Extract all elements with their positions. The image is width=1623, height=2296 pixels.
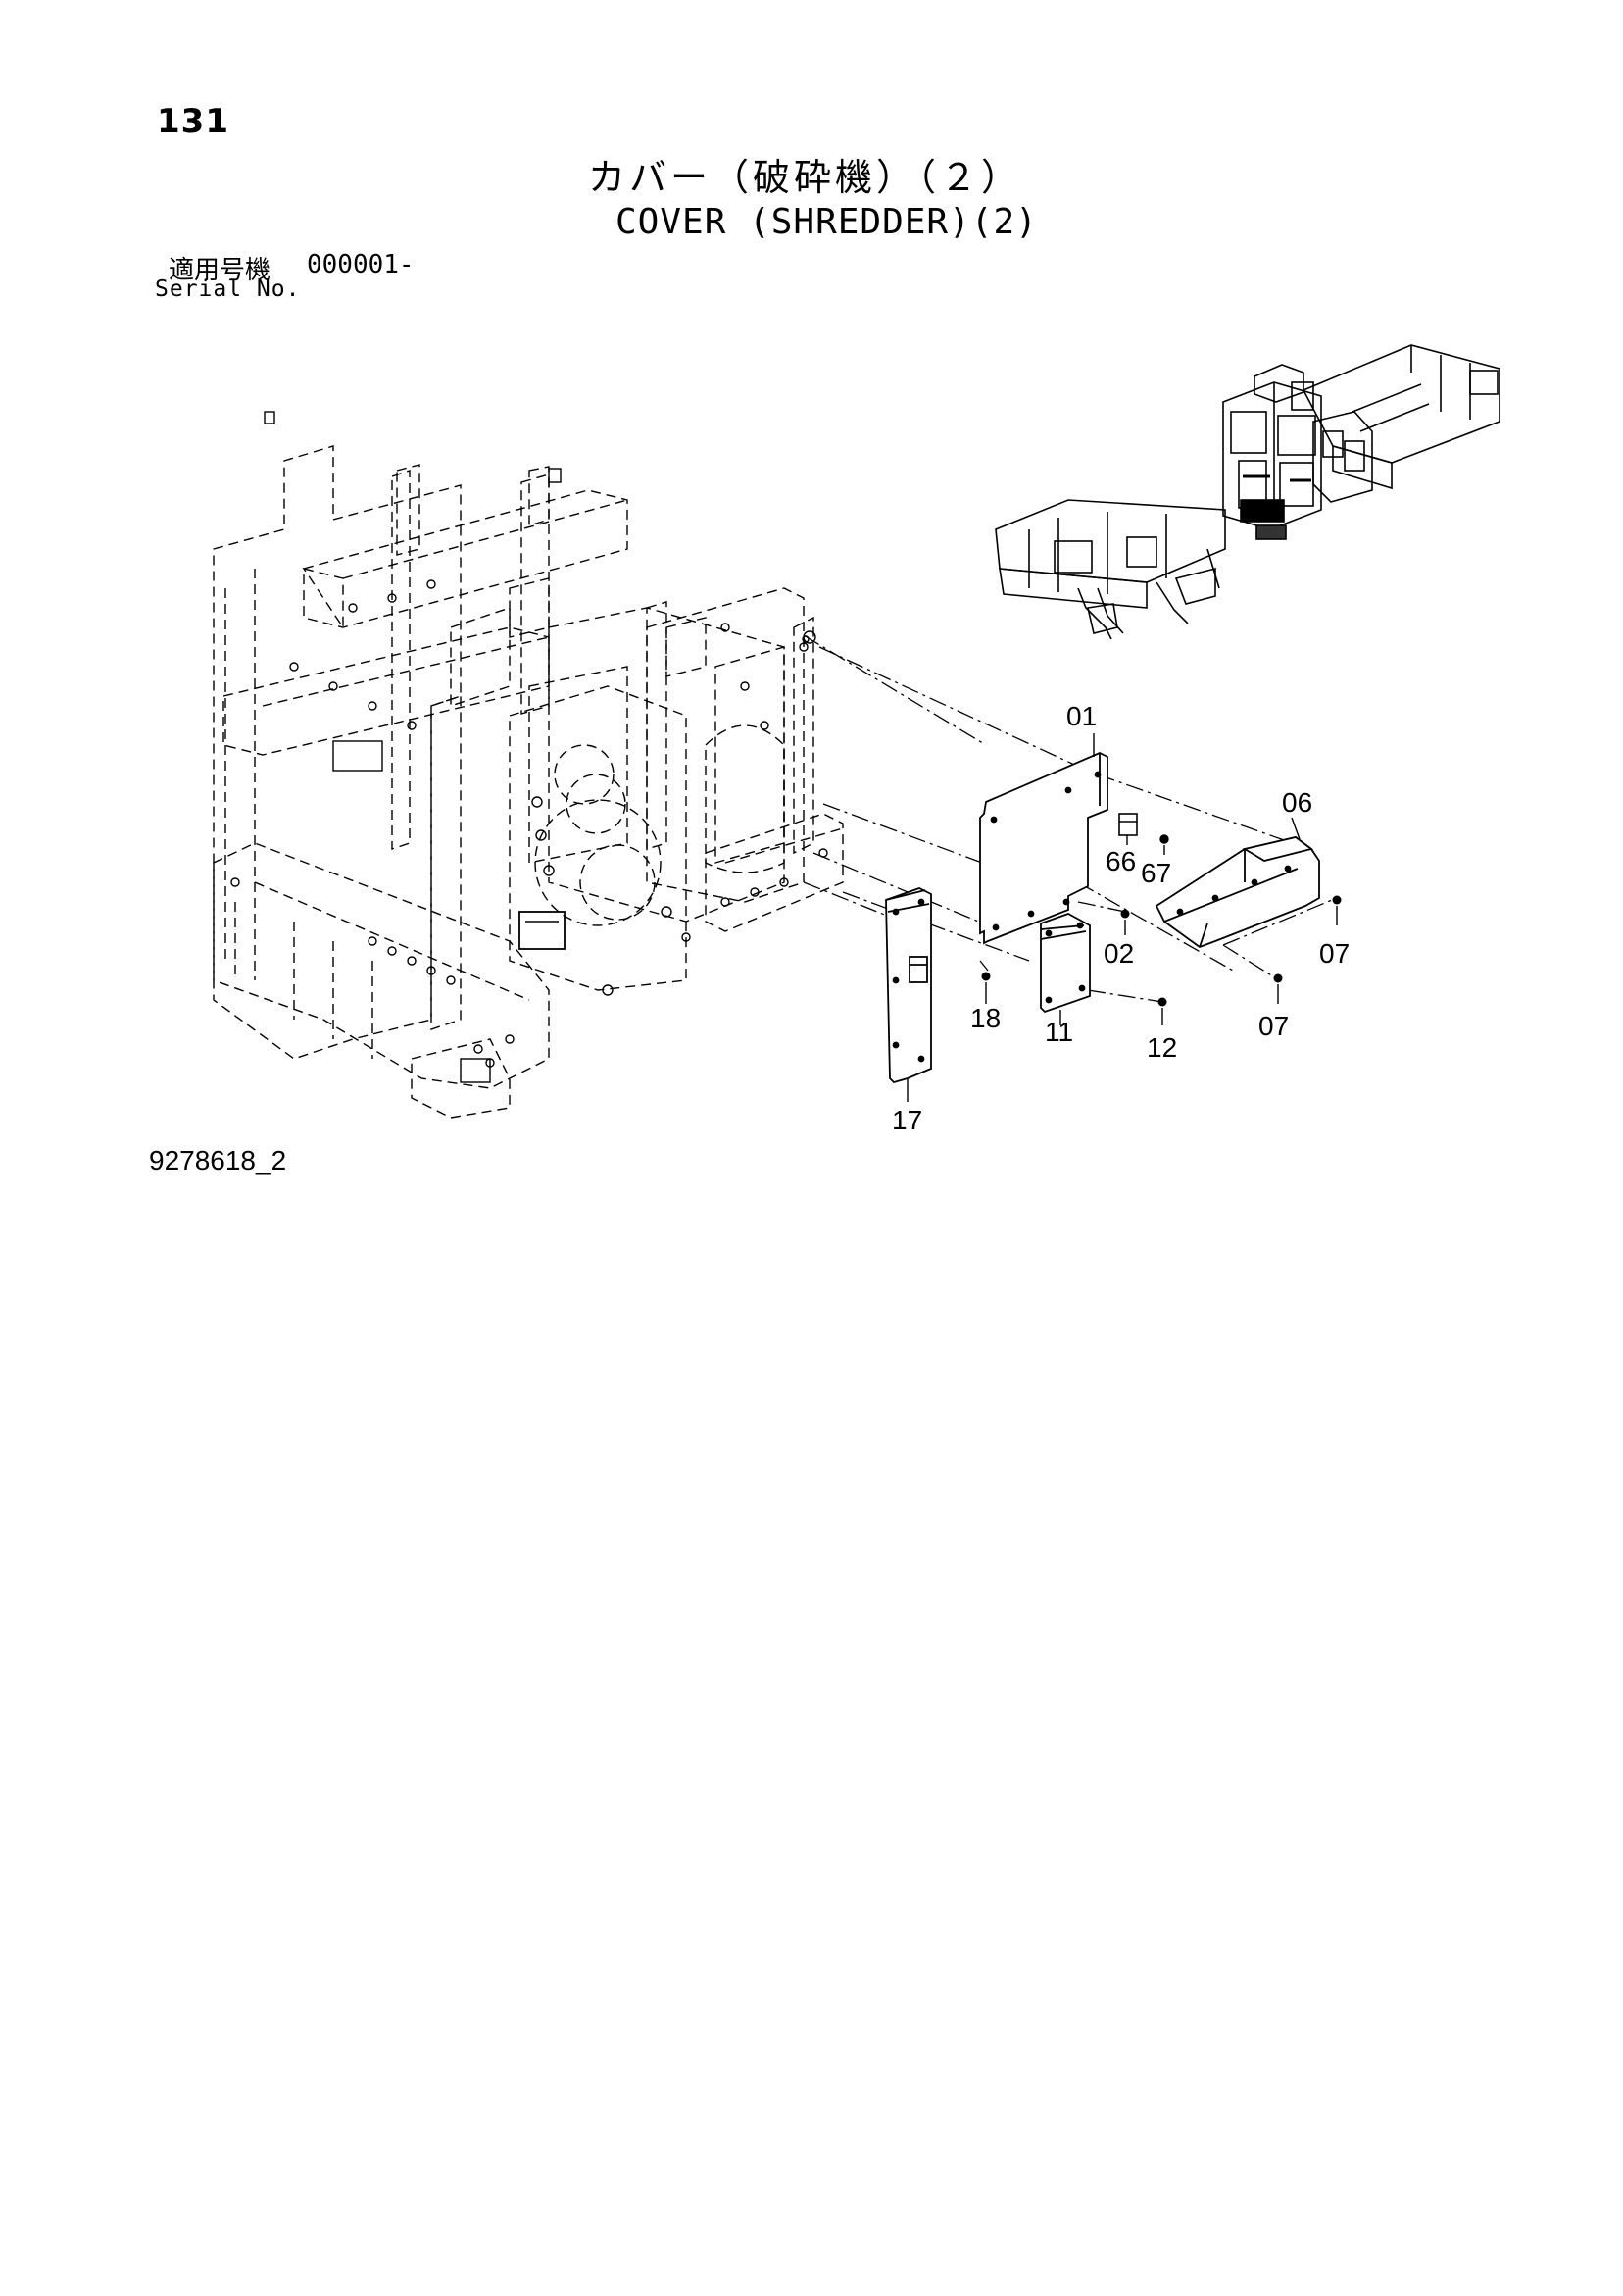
callout-01: 01 [1066, 701, 1097, 731]
part-01-cover-plate [979, 752, 1108, 945]
page-title-japanese: カバー（破砕機）（２） [588, 156, 1023, 199]
part-11-small-cover [1040, 913, 1091, 1014]
callout-06: 06 [1282, 787, 1312, 818]
part-17-tall-cover [885, 887, 932, 1084]
assembly-lines [803, 634, 1338, 1003]
shredder-frame-phantom [213, 445, 844, 1119]
callout-66: 66 [1106, 846, 1136, 876]
callout-18: 18 [970, 1003, 1001, 1033]
part-07-bolts [1273, 895, 1342, 983]
leader-lines [985, 733, 1338, 1025]
callout-17: 17 [892, 1105, 922, 1135]
part-18-bolt [981, 972, 991, 981]
callout-07-right: 07 [1319, 938, 1350, 969]
callout-02: 02 [1104, 938, 1134, 969]
part-67-bolt [1159, 834, 1169, 844]
callout-12: 12 [1147, 1032, 1177, 1063]
drawing-number: 9278618_2 [149, 1145, 287, 1175]
serial-label-japanese: 適用号機 [169, 256, 271, 285]
callout-67: 67 [1141, 858, 1171, 888]
part-06-side-cover [1155, 836, 1320, 949]
part-12-bolt [1157, 997, 1167, 1007]
serial-label-english: Serial No. [155, 276, 301, 302]
callout-07-lower: 07 [1258, 1011, 1289, 1041]
callout-11: 11 [1045, 1017, 1073, 1047]
page-title-english: COVER (SHREDDER)(2) [615, 202, 1038, 242]
serial-number-range: 000001- [307, 250, 415, 279]
page-number: 131 [157, 102, 229, 141]
part-66-bracket [1118, 813, 1138, 836]
machine-locator-thumbnail [995, 344, 1500, 640]
frame-details [230, 411, 828, 1083]
part-02-bolt [1120, 909, 1130, 919]
